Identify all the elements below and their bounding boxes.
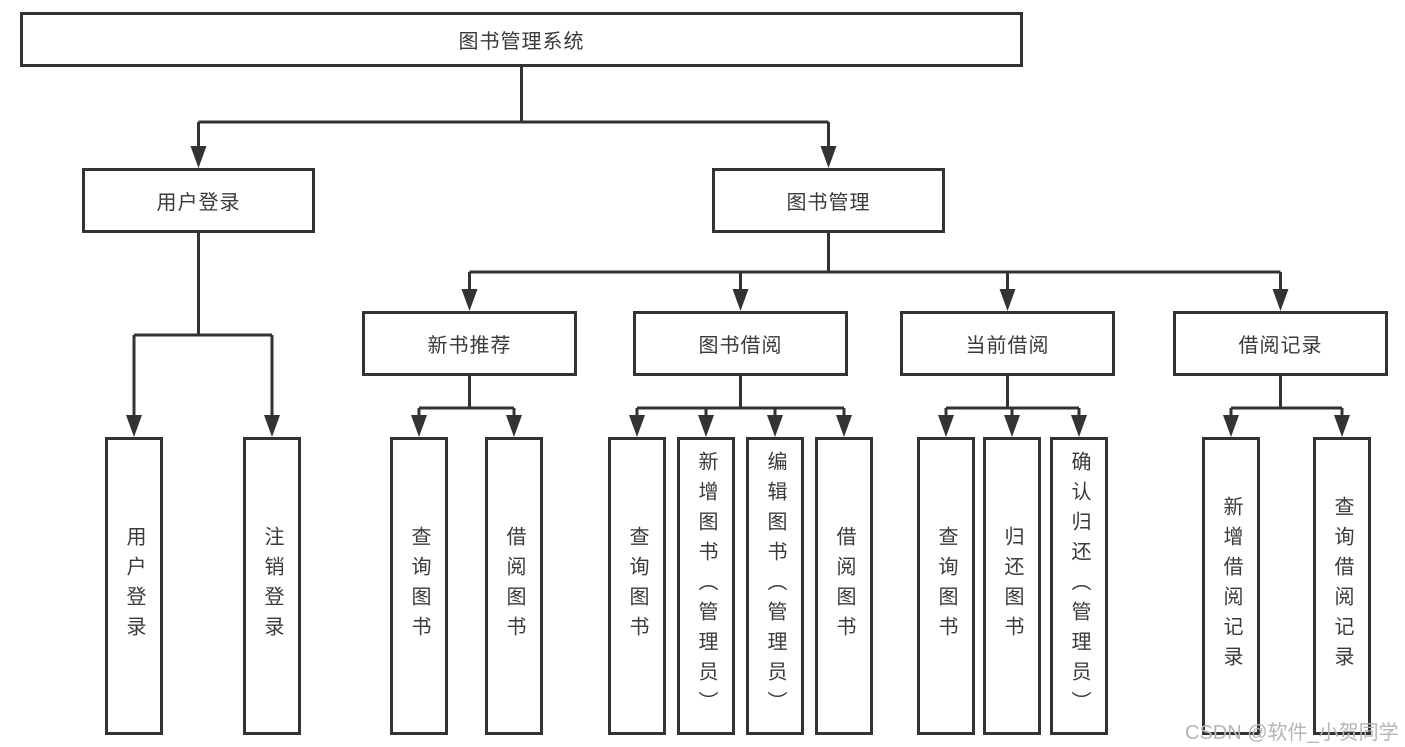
leaf-logout-login: 注销登录 xyxy=(243,437,301,735)
node-label: 新书推荐 xyxy=(427,335,512,357)
node-label: 归还图书 xyxy=(1001,526,1023,646)
node-label: 查询图书 xyxy=(408,526,430,646)
csdn-watermark: CSDN @软件_小贺同学 xyxy=(1185,722,1399,744)
node-label: 确认归还（管理员） xyxy=(1068,451,1090,721)
arrowhead xyxy=(999,289,1016,311)
node-label: 图书管理 xyxy=(786,192,871,214)
arrowhead xyxy=(461,289,478,311)
node-label: 借阅图书 xyxy=(833,526,855,646)
node-borrow-records: 借阅记录 xyxy=(1173,311,1388,376)
leaf-records-add-record: 新增借阅记录 xyxy=(1202,437,1260,735)
arrowhead xyxy=(126,415,142,437)
leaf-user-login: 用户登录 xyxy=(105,437,163,735)
leaf-records-query-record: 查询借阅记录 xyxy=(1313,437,1371,735)
arrowhead xyxy=(1334,415,1350,437)
arrowhead xyxy=(820,146,837,168)
node-label: 用户登录 xyxy=(123,526,145,646)
arrowhead xyxy=(629,415,645,437)
node-root-system: 图书管理系统 xyxy=(20,12,1023,67)
node-label: 查询图书 xyxy=(626,526,648,646)
arrowhead xyxy=(1004,415,1020,437)
node-label: 新增借阅记录 xyxy=(1220,496,1242,676)
arrowhead xyxy=(1272,289,1289,311)
leaf-current-query-books: 查询图书 xyxy=(917,437,975,735)
leaf-recommend-borrow-books: 借阅图书 xyxy=(485,437,543,735)
arrowhead xyxy=(938,415,954,437)
leaf-current-return-books: 归还图书 xyxy=(983,437,1041,735)
node-current-borrow: 当前借阅 xyxy=(900,311,1115,376)
arrowhead xyxy=(767,415,783,437)
node-label: 图书管理系统 xyxy=(458,31,585,53)
node-label: 图书借阅 xyxy=(698,335,783,357)
arrowhead xyxy=(411,415,427,437)
node-label: 借阅图书 xyxy=(503,526,525,646)
node-user-login: 用户登录 xyxy=(82,168,315,233)
node-label: 查询借阅记录 xyxy=(1331,496,1353,676)
arrowhead xyxy=(1223,415,1239,437)
leaf-borrow-edit-books-admin: 编辑图书（管理员） xyxy=(746,437,804,735)
arrowhead xyxy=(836,415,852,437)
node-book-borrow: 图书借阅 xyxy=(633,311,848,376)
arrowhead xyxy=(264,415,280,437)
node-label: 借阅记录 xyxy=(1238,335,1323,357)
leaf-current-confirm-return-admin: 确认归还（管理员） xyxy=(1050,437,1108,735)
arrowhead xyxy=(1071,415,1087,437)
node-new-book-recommend: 新书推荐 xyxy=(362,311,577,376)
node-book-management: 图书管理 xyxy=(712,168,945,233)
arrowhead xyxy=(190,146,207,168)
node-label: 用户登录 xyxy=(156,192,241,214)
arrowhead xyxy=(732,289,749,311)
node-label: 注销登录 xyxy=(261,526,283,646)
leaf-borrow-add-books-admin: 新增图书（管理员） xyxy=(677,437,735,735)
leaf-recommend-query-books: 查询图书 xyxy=(390,437,448,735)
node-label: 编辑图书（管理员） xyxy=(764,451,786,721)
arrowhead xyxy=(698,415,714,437)
leaf-borrow-borrow-books: 借阅图书 xyxy=(815,437,873,735)
arrowhead xyxy=(506,415,522,437)
node-label: 当前借阅 xyxy=(965,335,1050,357)
node-label: 查询图书 xyxy=(935,526,957,646)
node-label: 新增图书（管理员） xyxy=(695,451,717,721)
leaf-borrow-query-books: 查询图书 xyxy=(608,437,666,735)
